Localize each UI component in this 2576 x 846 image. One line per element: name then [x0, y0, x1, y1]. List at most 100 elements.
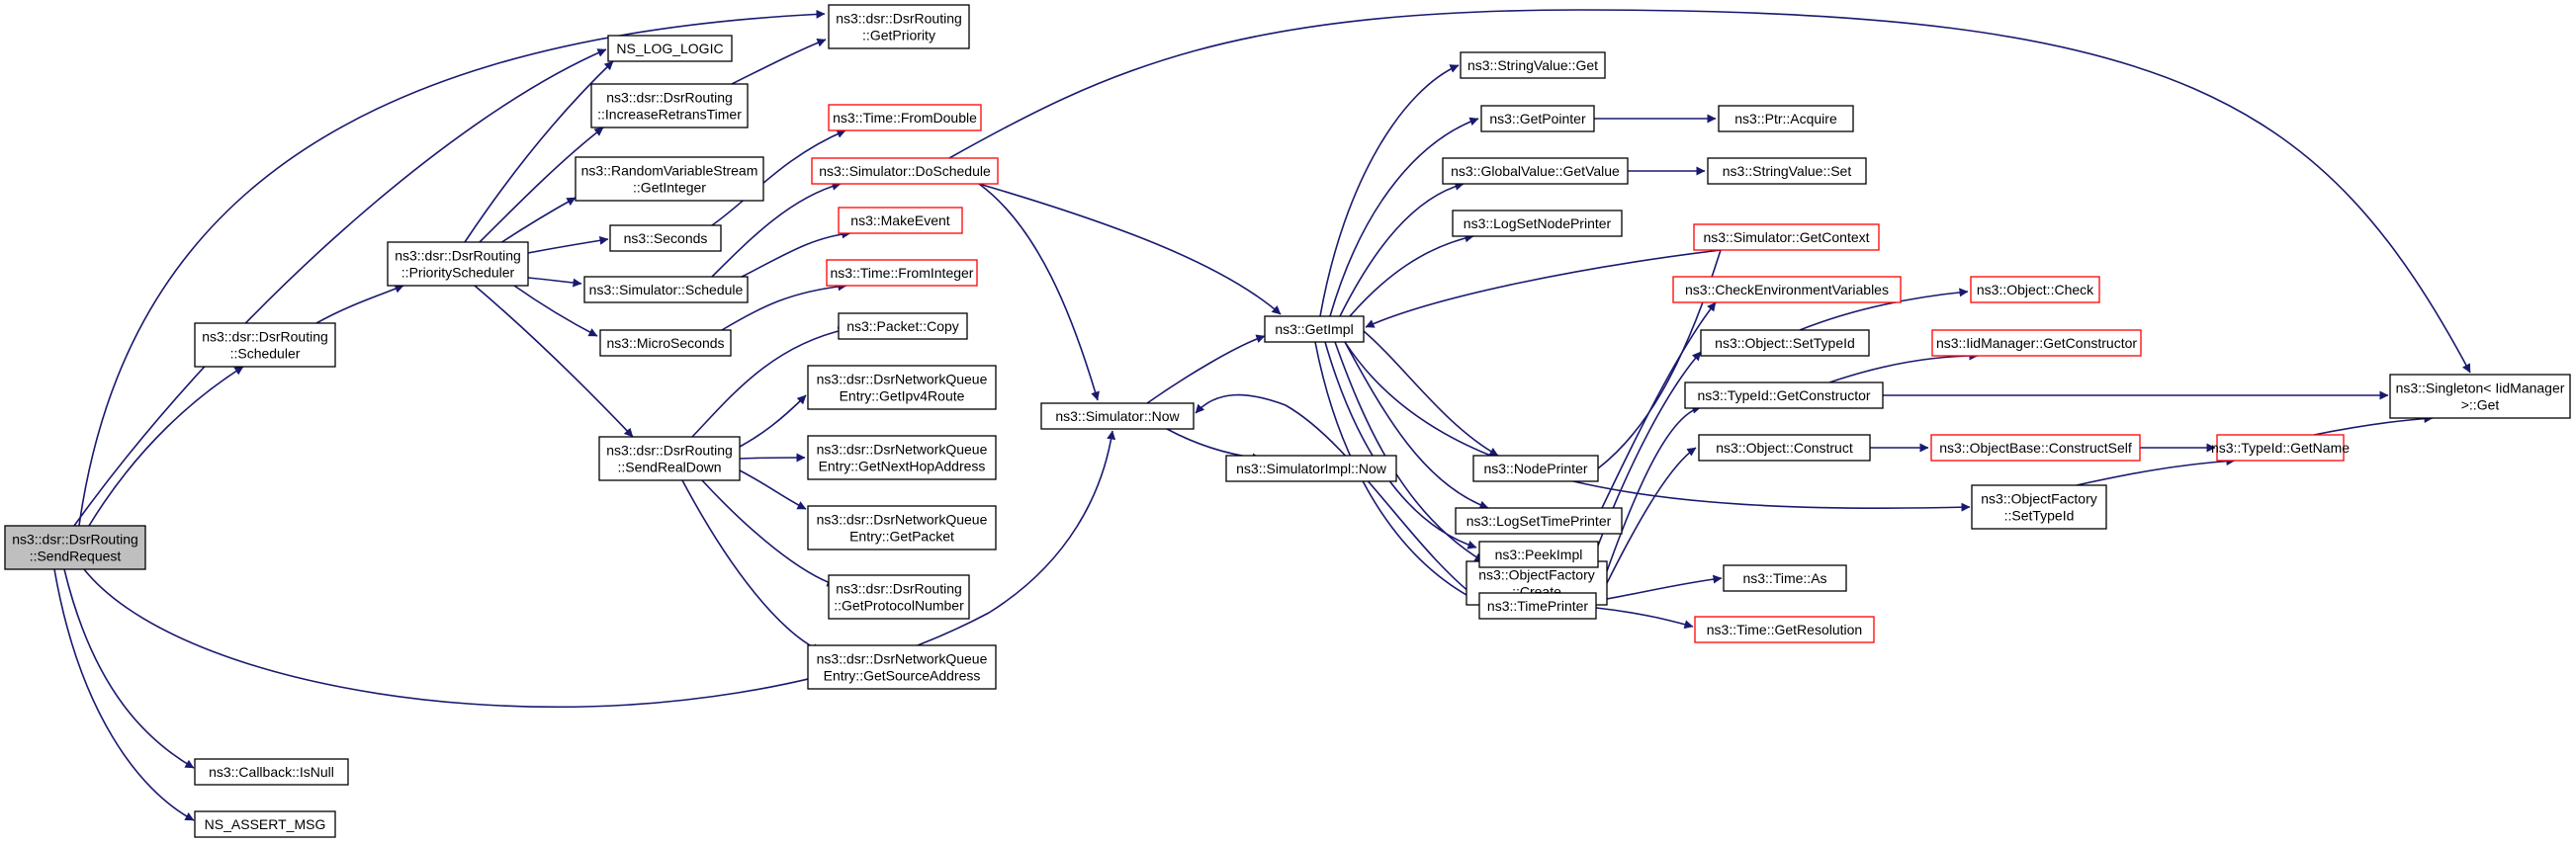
edge-sendrequest-to-sim_now [83, 430, 1116, 709]
edge-getimpl-to-getpointer [1329, 117, 1479, 317]
node-label: ns3::dsr::DsrNetworkQueue [817, 372, 988, 387]
edge-object_settypeid-to-object_check [1799, 288, 1969, 331]
edge-logsettimeprinter-to-checkenvvars [1601, 301, 1717, 509]
node-stringvalue_set[interactable]: ns3::StringValue::Set [1707, 157, 1867, 185]
edge-sim_schedule-to-makeevent [741, 229, 851, 278]
node-label: ns3::PeekImpl [1495, 547, 1583, 562]
edge-sim_now-to-getimpl [1146, 334, 1266, 404]
node-objectbase_constructself[interactable]: ns3::ObjectBase::ConstructSelf [1930, 434, 2141, 462]
node-getimpl[interactable]: ns3::GetImpl [1264, 315, 1365, 343]
node-sendrealdown[interactable]: ns3::dsr::DsrRouting::SendRealDown [598, 436, 741, 481]
node-label: ::GetInteger [633, 180, 706, 196]
edge-priorityscheduler-to-microseconds [513, 285, 598, 337]
edge-sim_doschedule-to-sim_now [978, 183, 1100, 401]
node-box [828, 574, 970, 620]
node-globalvalue_getvalue[interactable]: ns3::GlobalValue::GetValue [1442, 157, 1629, 185]
node-logsetnodeprinter[interactable]: ns3::LogSetNodePrinter [1452, 210, 1623, 237]
node-time_as[interactable]: ns3::Time::As [1723, 564, 1847, 592]
node-label: ns3::Time::FromInteger [831, 265, 974, 281]
node-simimpl_now[interactable]: ns3::SimulatorImpl::Now [1225, 455, 1397, 482]
node-time_getresolution[interactable]: ns3::Time::GetResolution [1694, 616, 1875, 643]
node-box [1472, 455, 1599, 482]
node-makeevent[interactable]: ns3::MakeEvent [838, 207, 963, 234]
node-label: NS_LOG_LOGIC [616, 41, 723, 56]
node-label: ns3::SimulatorImpl::Now [1236, 461, 1387, 476]
node-label: Entry::GetPacket [849, 529, 954, 545]
node-singleton_get[interactable]: ns3::Singleton< IidManager>::Get [2389, 374, 2571, 419]
call-nodes: ns3::dsr::DsrRouting::SendRequestns3::ds… [4, 4, 2571, 838]
node-label: ns3::Simulator::GetContext [1703, 229, 1869, 245]
node-getipv4route[interactable]: ns3::dsr::DsrNetworkQueueEntry::GetIpv4R… [807, 365, 997, 410]
node-label: ns3::dsr::DsrNetworkQueue [817, 442, 988, 458]
node-peekimpl[interactable]: ns3::PeekImpl [1478, 541, 1599, 568]
edge-getimpl-to-objectfactory_settypeid [1344, 341, 1971, 512]
edge-getimpl-to-nodeprinter [1363, 330, 1499, 457]
node-packet_copy[interactable]: ns3::Packet::Copy [838, 312, 968, 340]
edge-increaseretrans-to-getpriority [731, 38, 827, 85]
node-label: ns3::dsr::DsrNetworkQueue [817, 651, 988, 667]
node-callback_isnull[interactable]: ns3::Callback::IsNull [194, 758, 349, 786]
node-label: Entry::GetNextHopAddress [819, 459, 986, 474]
node-ns_log_logic[interactable]: NS_LOG_LOGIC [607, 35, 733, 62]
edge-nodeprinter-to-getimpl [1365, 249, 1723, 469]
node-box [1452, 210, 1623, 237]
node-box [807, 435, 997, 480]
edge-sim_schedule-to-sim_doschedule [711, 181, 842, 278]
node-getpointer[interactable]: ns3::GetPointer [1480, 105, 1595, 132]
node-getnexthop[interactable]: ns3::dsr::DsrNetworkQueueEntry::GetNextH… [807, 435, 997, 480]
node-box [1264, 315, 1365, 343]
node-sim_getcontext[interactable]: ns3::Simulator::GetContext [1693, 223, 1880, 251]
node-ptr_acquire[interactable]: ns3::Ptr::Acquire [1718, 105, 1854, 132]
node-box [4, 525, 146, 570]
edge-typeid_getname-to-singleton_get [2313, 414, 2434, 436]
edge-objectfactory_create-to-typeid_getconstructor [1606, 404, 1702, 572]
node-label: ns3::MicroSeconds [606, 335, 724, 351]
node-priorityscheduler[interactable]: ns3::dsr::DsrRouting::PriorityScheduler [387, 241, 529, 287]
node-box [583, 276, 749, 303]
node-label: ::SendRequest [30, 549, 122, 564]
node-object_construct[interactable]: ns3::Object::Construct [1698, 434, 1871, 462]
node-label: >::Get [2461, 397, 2500, 413]
node-sim_doschedule[interactable]: ns3::Simulator::DoSchedule [811, 157, 999, 185]
node-getpriority[interactable]: ns3::dsr::DsrRouting::GetPriority [828, 4, 970, 49]
node-getsourceaddress[interactable]: ns3::dsr::DsrNetworkQueueEntry::GetSourc… [807, 644, 997, 690]
node-nodeprinter[interactable]: ns3::NodePrinter [1472, 455, 1599, 482]
edge-sendrequest-to-callback_isnull [63, 568, 195, 769]
node-ns_assert_msg[interactable]: NS_ASSERT_MSG [194, 810, 336, 838]
node-box [598, 436, 741, 481]
node-label: ns3::Object::Construct [1716, 440, 1853, 456]
node-timeprinter[interactable]: ns3::TimePrinter [1478, 592, 1597, 620]
node-checkenvvars[interactable]: ns3::CheckEnvironmentVariables [1672, 276, 1902, 303]
node-iidmanager_getconstructor[interactable]: ns3::IidManager::GetConstructor [1931, 329, 2142, 357]
node-stringvalue_get[interactable]: ns3::StringValue::Get [1460, 51, 1606, 79]
node-time_frominteger[interactable]: ns3::Time::FromInteger [826, 259, 978, 287]
node-getprotocolnumber[interactable]: ns3::dsr::DsrRouting::GetProtocolNumber [828, 574, 970, 620]
node-sendrequest[interactable]: ns3::dsr::DsrRouting::SendRequest [4, 525, 146, 570]
node-time_fromdouble[interactable]: ns3::Time::FromDouble [828, 104, 982, 131]
node-object_check[interactable]: ns3::Object::Check [1970, 276, 2100, 303]
node-label: ns3::Simulator::Now [1055, 408, 1180, 424]
node-box [1442, 157, 1629, 185]
edge-sim_now-to-simimpl_now [1166, 428, 1262, 463]
node-object_settypeid[interactable]: ns3::Object::SetTypeId [1700, 329, 1870, 357]
node-microseconds[interactable]: ns3::MicroSeconds [599, 329, 732, 357]
node-scheduler[interactable]: ns3::dsr::DsrRouting::Scheduler [194, 322, 336, 368]
node-label: ns3::ObjectFactory [1981, 491, 2097, 507]
node-sim_now[interactable]: ns3::Simulator::Now [1040, 402, 1195, 430]
node-label: ns3::MakeEvent [850, 212, 949, 228]
node-logsettimeprinter[interactable]: ns3::LogSetTimePrinter [1455, 507, 1623, 535]
node-label: Entry::GetIpv4Route [840, 388, 965, 404]
node-getpacket[interactable]: ns3::dsr::DsrNetworkQueueEntry::GetPacke… [807, 505, 997, 550]
node-label: ns3::Singleton< IidManager [2396, 381, 2565, 396]
node-typeid_getname[interactable]: ns3::TypeId::GetName [2211, 434, 2350, 462]
node-label: ns3::LogSetTimePrinter [1466, 513, 1612, 529]
node-objectfactory_settypeid[interactable]: ns3::ObjectFactory::SetTypeId [1971, 484, 2107, 530]
node-seconds[interactable]: ns3::Seconds [609, 224, 722, 252]
node-typeid_getconstructor[interactable]: ns3::TypeId::GetConstructor [1684, 381, 1884, 409]
edge-sendrealdown-to-getipv4route [739, 394, 807, 448]
node-box [1672, 276, 1902, 303]
node-increaseretrans[interactable]: ns3::dsr::DsrRouting::IncreaseRetransTim… [590, 83, 749, 128]
node-sim_schedule[interactable]: ns3::Simulator::Schedule [583, 276, 749, 303]
node-rvs_getinteger[interactable]: ns3::RandomVariableStream::GetInteger [575, 156, 764, 202]
edge-priorityscheduler-to-seconds [527, 235, 609, 254]
